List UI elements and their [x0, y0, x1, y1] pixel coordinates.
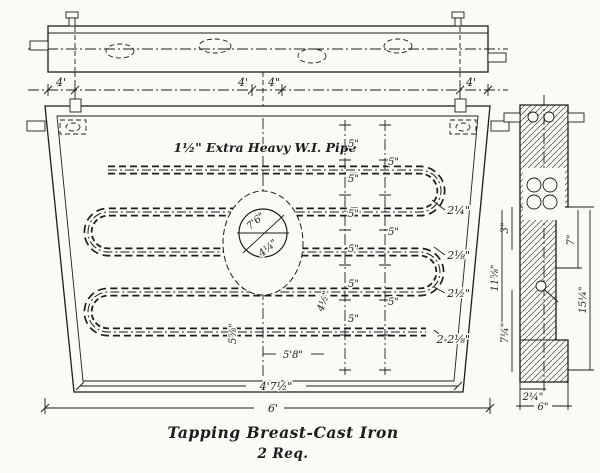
- dim-label-7quarter: 7¼": [500, 323, 511, 344]
- dim-label-4ft-left: 4': [55, 76, 66, 89]
- dim-5ft8: 5'8": [263, 349, 324, 363]
- coil-spacing-dims: 2¼" 2⅛" 2½" 2-2⅛": [431, 199, 472, 348]
- tap-boss: 7'6" 4¼": [222, 190, 304, 296]
- dim-label-5in: 5": [348, 279, 359, 290]
- top-view: [28, 11, 508, 73]
- dim-label-6ft: 6': [268, 402, 278, 415]
- pipe-spec-label: 1½" Extra Heavy W.I. Pipe: [174, 140, 357, 155]
- dim-label-5in: 5": [348, 244, 359, 255]
- dim-label-2half: 2½": [446, 287, 470, 300]
- front-corner-fittings: [26, 98, 510, 135]
- dim-label-2eighth: 2⅛": [446, 249, 470, 262]
- dim-label-4ft-center: 4': [237, 76, 248, 89]
- pipe-coil: [83, 165, 446, 337]
- dim-label-4ft-right: 4': [465, 76, 476, 89]
- overall-width-dim: 6': [40, 398, 495, 417]
- dim-label-5in: 5": [348, 139, 359, 150]
- dim-label-5in: 5": [388, 157, 399, 168]
- dim-label-15quarter: 15¼": [578, 286, 589, 313]
- side-view: 3" 11⅝" 7¼" 7" 15¼" 2¼" 6": [489, 95, 594, 415]
- dim-label-6in-side: 6": [538, 402, 549, 413]
- dim-label-2quarter-side: 2¼": [522, 392, 544, 403]
- side-boss-face: [523, 168, 565, 220]
- dim-label-2quarter: 2¼": [446, 204, 470, 217]
- stud-bolt-icon: [29, 11, 507, 63]
- top-view-ports: [105, 38, 413, 64]
- front-view: 7'6" 4¼" 1½" Extra Heavy W.I. Pipe 5" 5"…: [26, 98, 510, 417]
- drawing-quantity: 2 Req.: [256, 446, 308, 462]
- front-view-inner-border: [56, 115, 479, 382]
- dim-label-5in: 5": [348, 209, 359, 220]
- dim-label-11-5-8: 11⅝": [490, 264, 501, 291]
- top-dimension-row: 4' 4' 4" 4': [28, 75, 508, 96]
- dim-label-5-5-8: 5⅝": [228, 323, 239, 344]
- dim-label-5in: 5": [388, 297, 399, 308]
- front-view-outline: [44, 105, 491, 393]
- dim-label-4ft7half: 4'7½": [259, 380, 293, 393]
- drawing-title: Tapping Breast-Cast Iron: [167, 423, 398, 442]
- dim-label-5in: 5": [348, 314, 359, 325]
- title-block: Tapping Breast-Cast Iron 2 Req.: [166, 422, 400, 464]
- dim-label-5ft8: 5'8": [283, 350, 303, 361]
- side-tap-holes: [526, 111, 559, 303]
- dim-label-4in-center: 4": [267, 76, 280, 89]
- dim-label-5in: 5": [388, 227, 399, 238]
- bottom-width-dim: 4'7½": [75, 379, 463, 395]
- side-dims: 3" 11⅝" 7¼" 7" 15¼" 2¼" 6": [489, 206, 594, 415]
- dim-ticks: [43, 85, 493, 95]
- vertical-dim-ladders: 5" 5" 5" 5" 5" 5" 5" 5" 5": [339, 120, 400, 375]
- dim-label-7in: 7": [566, 235, 577, 246]
- dim-label-2-2eighth: 2-2⅛": [436, 333, 470, 346]
- dim-label-5in: 5": [348, 174, 359, 185]
- side-studs: [503, 112, 585, 123]
